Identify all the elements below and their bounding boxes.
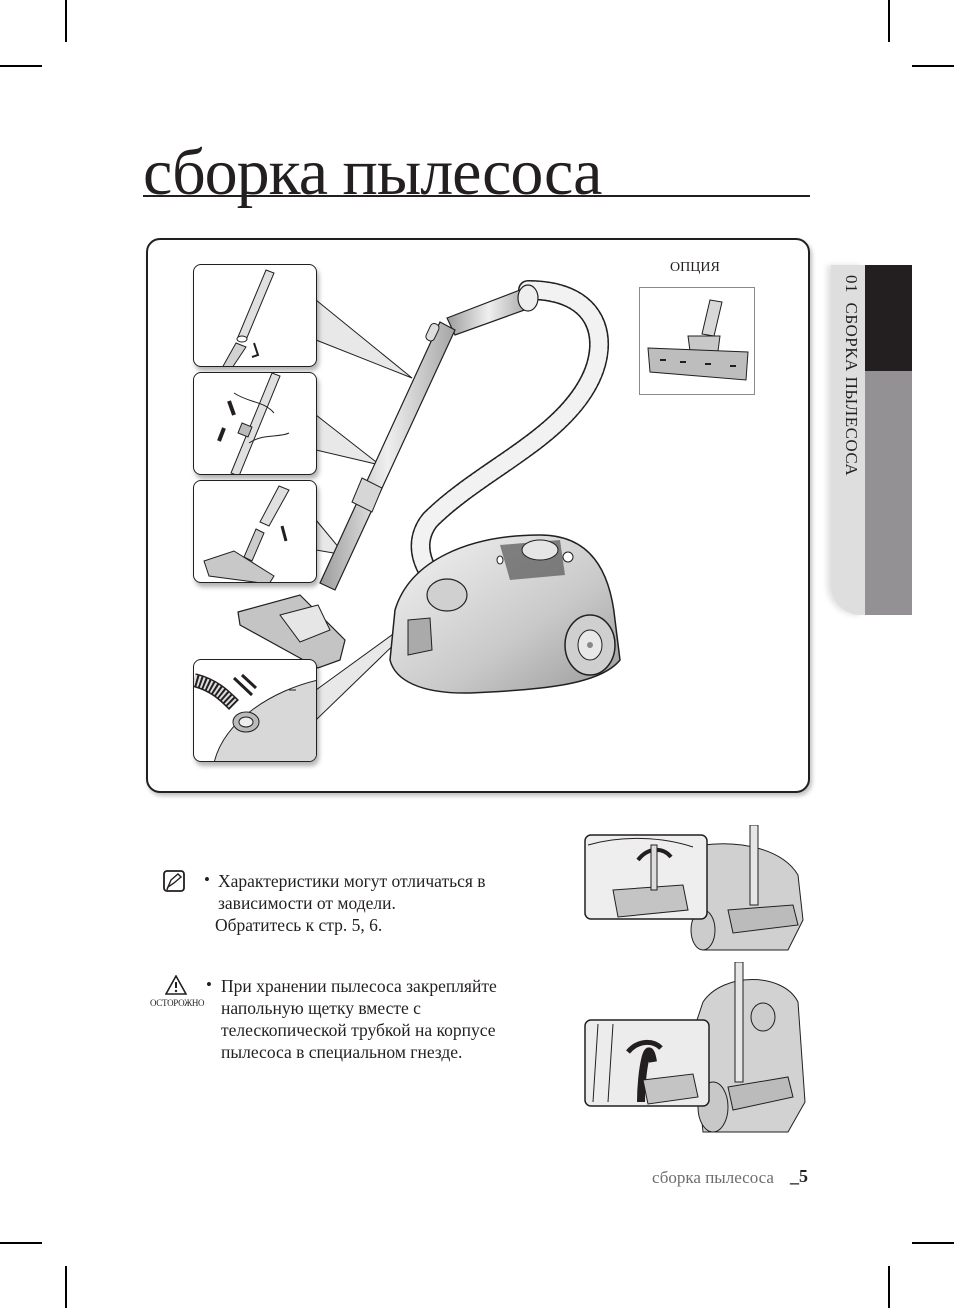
chapter-tab bbox=[831, 265, 865, 615]
inset-tube-joining bbox=[193, 264, 317, 367]
inset-telescopic-adjust bbox=[193, 372, 317, 475]
note-bullet: • bbox=[204, 870, 210, 889]
telescopic-slide-arrows-icon bbox=[217, 373, 290, 474]
note-reference: Обратитесь к стр. 5, 6. bbox=[215, 915, 383, 935]
title-rule bbox=[143, 195, 810, 197]
caution-label: ОСТОРОЖНО bbox=[150, 998, 205, 1008]
crop-mark bbox=[888, 1266, 890, 1308]
caution-line: напольную щетку вместе с bbox=[221, 998, 421, 1018]
inset-hose-connect bbox=[193, 659, 317, 762]
crop-mark bbox=[888, 0, 890, 42]
storage-illustration-vertical bbox=[584, 962, 806, 1133]
warning-triangle-icon bbox=[165, 975, 187, 995]
note-text: Характеристики могут отличаться в зависи… bbox=[218, 870, 486, 914]
brush-insert-arrow-icon bbox=[203, 485, 290, 582]
crop-mark bbox=[0, 1242, 42, 1244]
crop-mark bbox=[912, 65, 954, 67]
caution-line: телескопической трубкой на корпусе bbox=[221, 1020, 496, 1040]
crop-mark bbox=[65, 0, 67, 42]
caution-line: пылесоса в специальном гнезде. bbox=[221, 1042, 463, 1062]
note-line: Характеристики могут отличаться в bbox=[218, 871, 486, 891]
tube-insert-arrow-icon bbox=[222, 269, 275, 366]
optional-floor-brush-image bbox=[639, 287, 755, 395]
note-icon bbox=[163, 870, 185, 892]
footer-page-number: _5 bbox=[790, 1166, 808, 1186]
floor-brush-icon bbox=[647, 299, 749, 381]
footer-section-name: сборка пылесоса bbox=[652, 1168, 774, 1187]
chapter-tab-dark-block bbox=[865, 265, 912, 371]
page-title: сборка пылесоса bbox=[143, 136, 602, 209]
chapter-tab-label: 01 СБОРКА ПЫЛЕСОСА bbox=[837, 275, 861, 505]
storage-illustration-horizontal bbox=[584, 825, 804, 951]
option-label: ОПЦИЯ bbox=[670, 260, 720, 275]
chapter-number: 01 bbox=[842, 275, 861, 293]
caution-bullet: • bbox=[206, 975, 212, 994]
caution-line: При хранении пылесоса закрепляйте bbox=[221, 976, 497, 996]
inset-brush-attach bbox=[193, 480, 317, 583]
crop-mark bbox=[65, 1266, 67, 1308]
caution-text: При хранении пылесоса закрепляйте наполь… bbox=[221, 975, 497, 1063]
chapter-tab-gray-block bbox=[865, 371, 912, 615]
crop-mark bbox=[0, 65, 42, 67]
note-line: зависимости от модели. bbox=[218, 893, 396, 913]
chapter-title: СБОРКА ПЫЛЕСОСА bbox=[842, 302, 861, 477]
crop-mark bbox=[912, 1242, 954, 1244]
hose-insert-arrow-icon bbox=[194, 673, 316, 761]
